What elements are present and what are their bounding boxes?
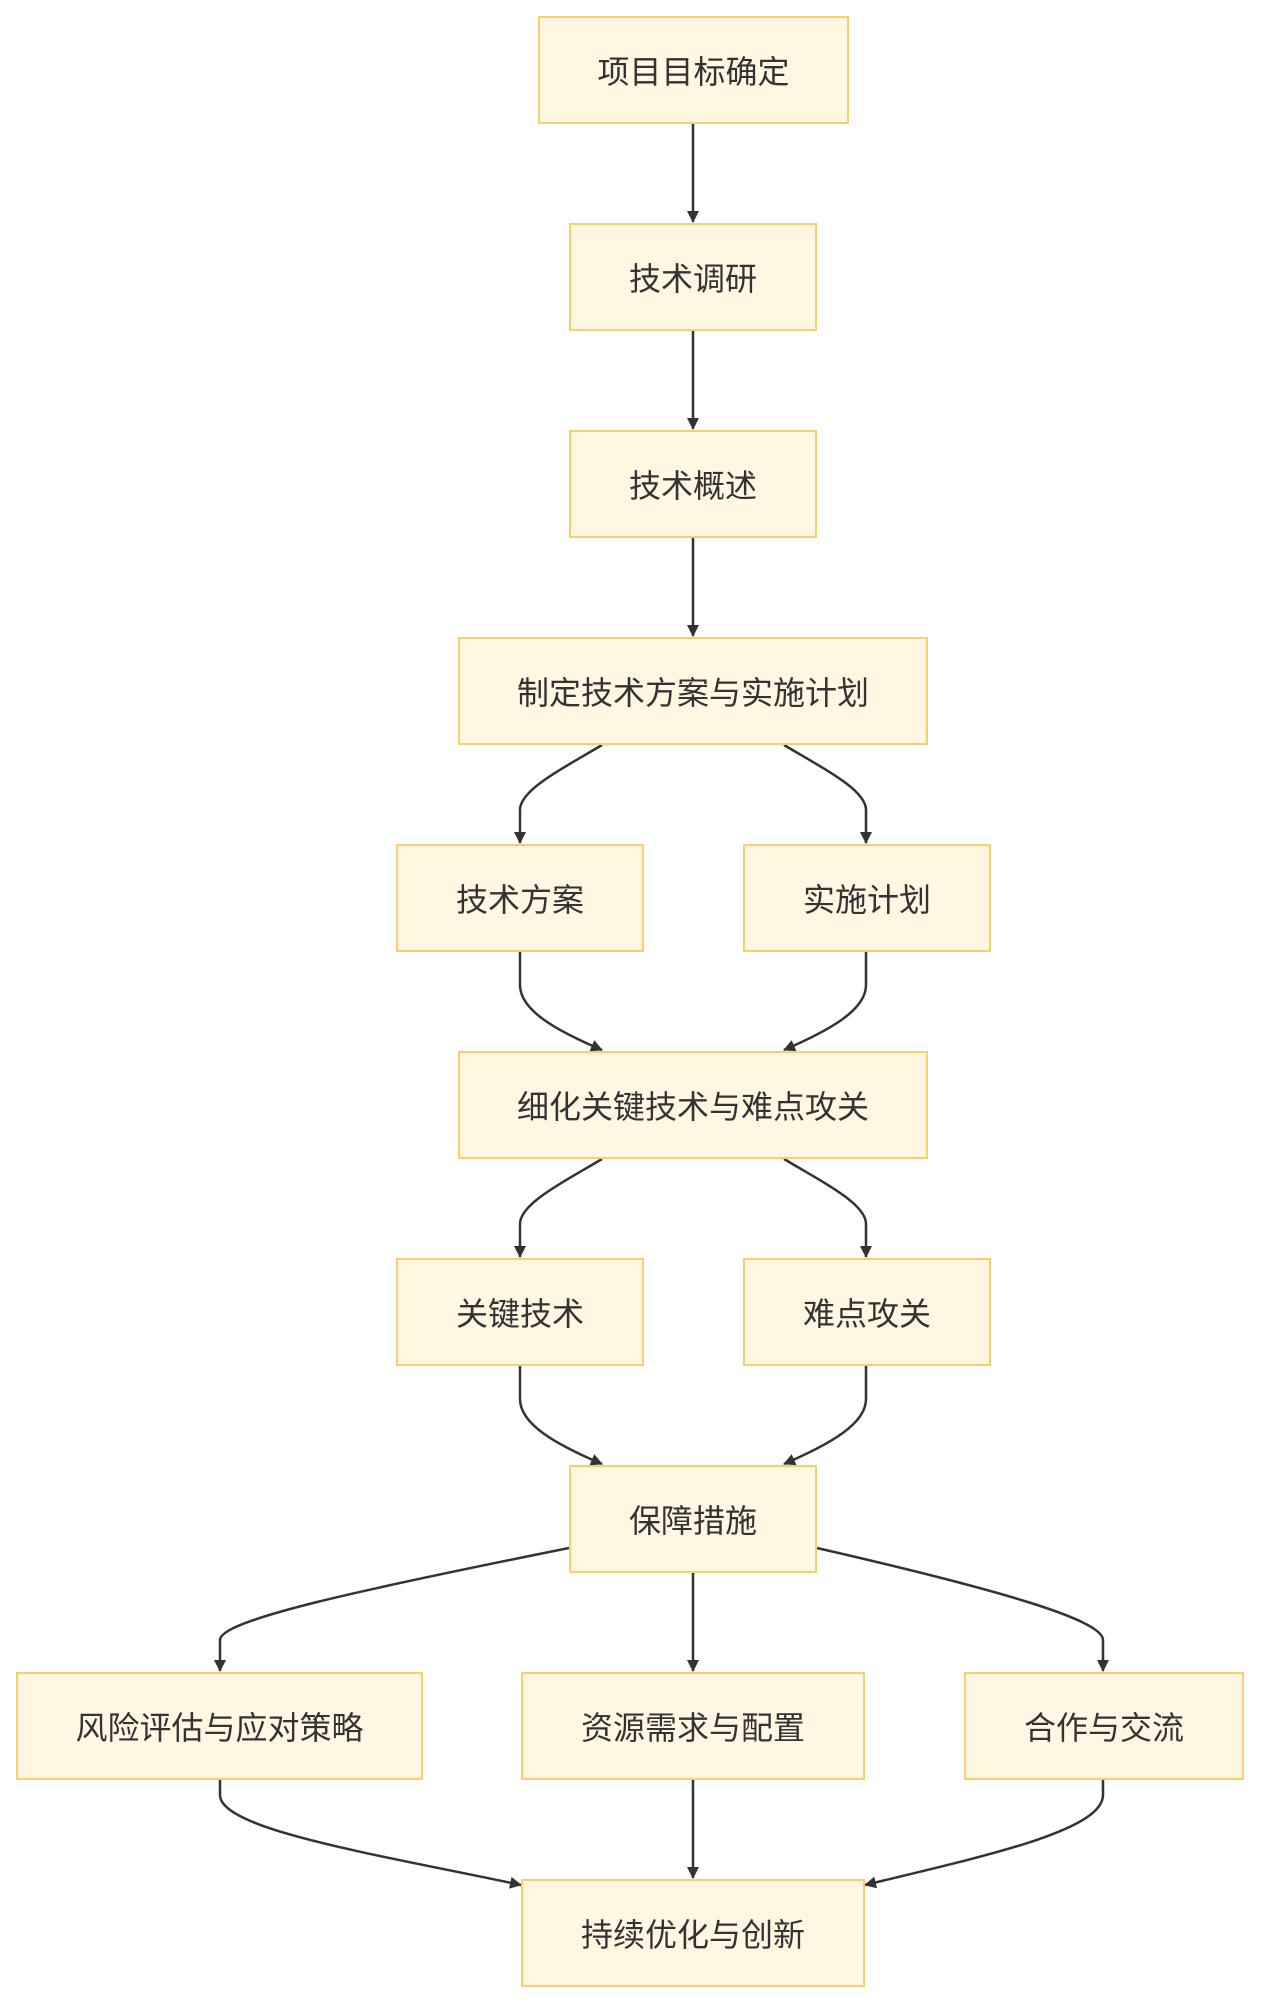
node-risk: 风险评估与应对策略 (16, 1672, 423, 1780)
node-overview: 技术概述 (569, 430, 817, 538)
node-research: 技术调研 (569, 223, 817, 331)
node-impl: 实施计划 (743, 844, 991, 952)
edge-refine-hard (783, 1157, 872, 1258)
edge-guarantee-risk (214, 1546, 570, 1672)
edge-scheme-refine (518, 952, 603, 1052)
node-scheme: 技术方案 (396, 844, 644, 952)
node-plan: 制定技术方案与实施计划 (458, 637, 928, 745)
edge-refine-key (514, 1157, 603, 1258)
node-refine: 细化关键技术与难点攻关 (458, 1051, 928, 1159)
edge-hard-guarantee (783, 1366, 868, 1466)
edge-impl-refine (783, 952, 868, 1052)
node-optimize: 持续优化与创新 (521, 1879, 865, 1987)
edge-risk-optimize (218, 1780, 522, 1889)
edge-plan-impl (783, 743, 872, 844)
node-guarantee: 保障措施 (569, 1465, 817, 1573)
node-resource: 资源需求与配置 (521, 1672, 865, 1780)
edge-key-guarantee (518, 1366, 603, 1466)
node-hard: 难点攻关 (743, 1258, 991, 1366)
node-coop: 合作与交流 (964, 1672, 1244, 1780)
edge-guarantee-coop (816, 1546, 1109, 1672)
edge-coop-optimize (864, 1780, 1105, 1889)
node-goal: 项目目标确定 (538, 16, 849, 124)
node-key: 关键技术 (396, 1258, 644, 1366)
edge-plan-scheme (514, 743, 603, 844)
